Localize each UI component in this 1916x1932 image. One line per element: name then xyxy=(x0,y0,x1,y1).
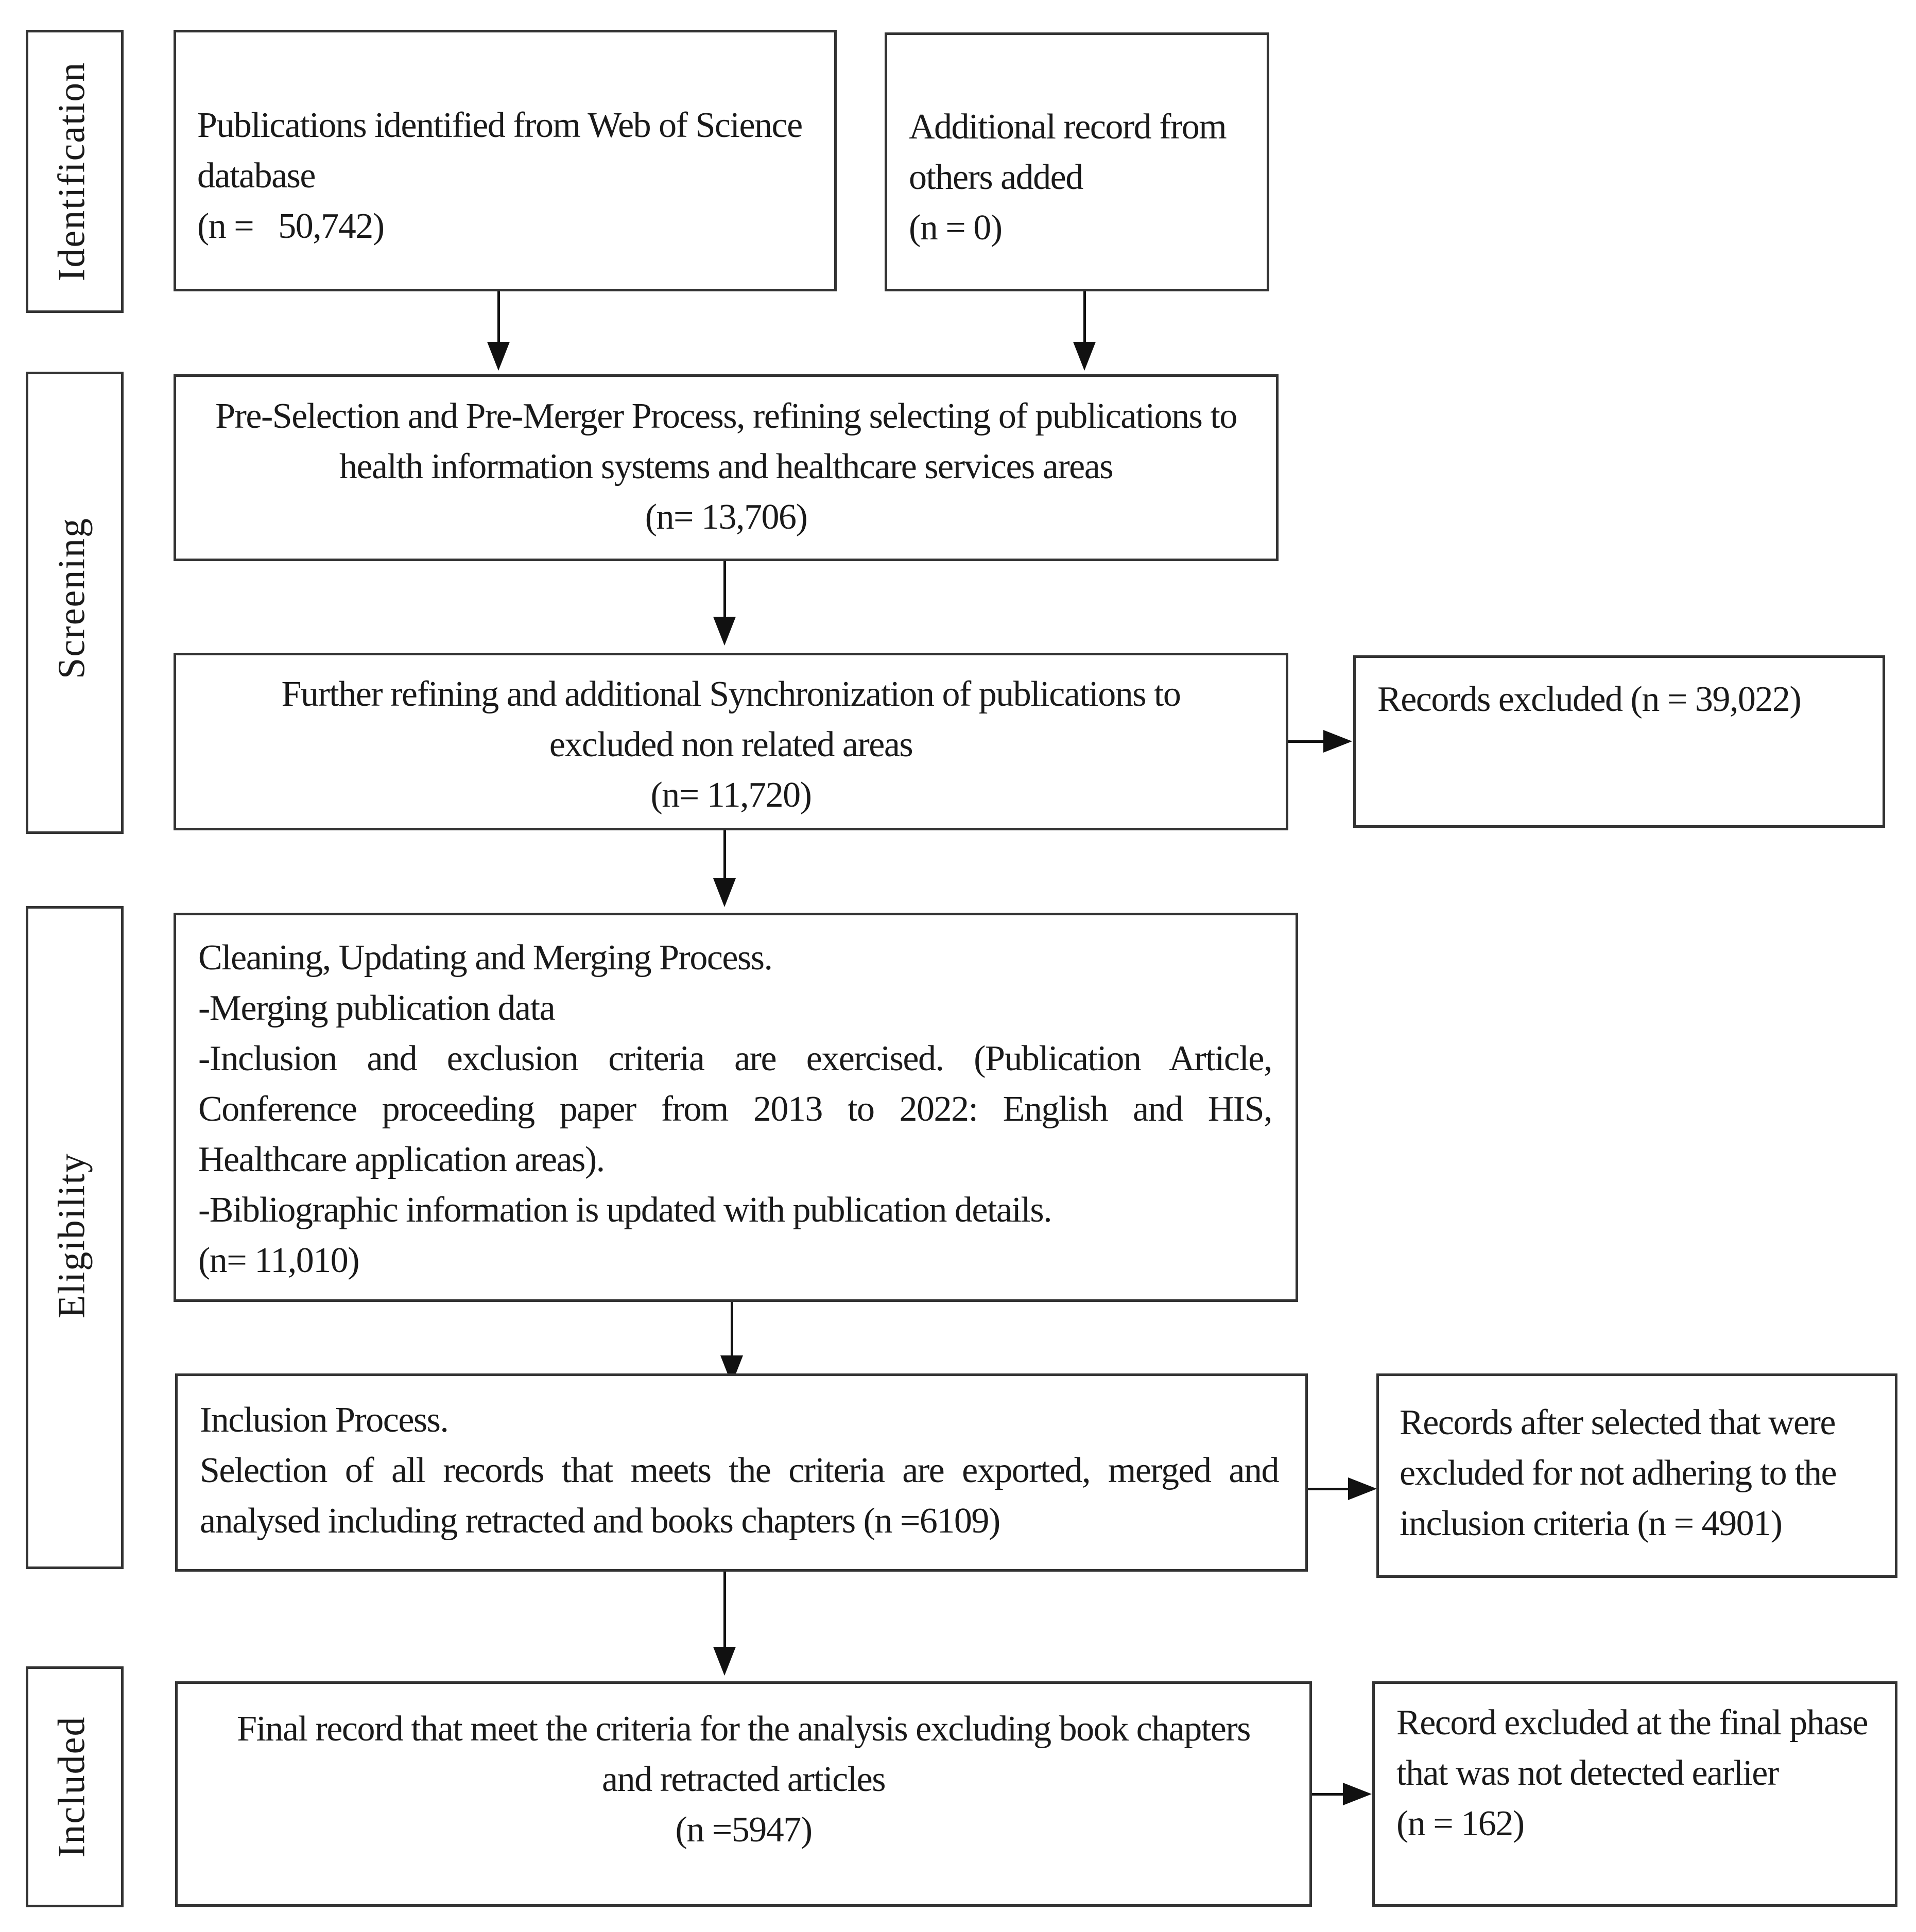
final-record-line2: and retracted articles xyxy=(602,1760,886,1799)
arrow-cleaning-shaft xyxy=(731,1302,733,1356)
excluded-criteria-text: Records after selected that were exclude… xyxy=(1400,1403,1837,1543)
stage-identification-label: Identification xyxy=(50,61,93,282)
inclusion-text: Inclusion Process. Selection of all reco… xyxy=(200,1395,1280,1546)
preselection-line1: Pre-Selection and Pre-Merger Process, re… xyxy=(215,396,1237,436)
stage-identification-box xyxy=(26,30,124,313)
excluded-final-line2: that was not detected earlier xyxy=(1396,1753,1779,1793)
further-refining-text: Further refining and additional Synchron… xyxy=(174,669,1288,821)
cleaning-item1: -Merging publication data xyxy=(198,988,556,1028)
cleaning-box xyxy=(174,913,1298,1302)
wos-records-line1: Publications identified from Web of Scie… xyxy=(197,106,803,145)
preselection-count: (n= 13,706) xyxy=(645,497,808,537)
stage-eligibility-box xyxy=(26,906,124,1569)
arrow-excluded1-shaft xyxy=(1288,740,1324,743)
additional-records-line1: Additional record from xyxy=(909,107,1227,147)
excluded-final-text: Record excluded at the final phase that … xyxy=(1396,1698,1891,1849)
inclusion-body: Selection of all records that meets the … xyxy=(200,1451,1280,1541)
further-refining-line1: Further refining and additional Synchron… xyxy=(281,674,1181,714)
preselection-text: Pre-Selection and Pre-Merger Process, re… xyxy=(174,391,1279,543)
cleaning-text: Cleaning, Updating and Merging Process. … xyxy=(198,933,1273,1286)
further-refining-box xyxy=(174,653,1288,830)
arrow-further-shaft xyxy=(723,830,726,879)
wos-records-box xyxy=(174,30,837,291)
final-record-text: Final record that meet the criteria for … xyxy=(175,1704,1312,1855)
final-record-line1: Final record that meet the criteria for … xyxy=(237,1709,1251,1749)
inclusion-title: Inclusion Process. xyxy=(200,1400,449,1440)
arrow-excluded3-shaft xyxy=(1312,1793,1344,1796)
additional-records-count: (n = 0) xyxy=(909,208,1003,248)
stage-eligibility-label: Eligibility xyxy=(50,1152,93,1319)
further-refining-line2: excluded non related areas xyxy=(549,725,913,764)
arrow-excluded2-shaft xyxy=(1308,1488,1349,1490)
records-excluded-box xyxy=(1353,655,1885,828)
arrow-preselection-shaft xyxy=(723,561,726,618)
wos-records-count: (n = 50,742) xyxy=(197,206,385,246)
arrow-inclusion-head xyxy=(713,1647,736,1676)
excluded-criteria-box xyxy=(1376,1373,1897,1578)
cleaning-count: (n= 11,010) xyxy=(198,1241,360,1280)
further-refining-count: (n= 11,720) xyxy=(650,775,812,815)
preselection-line2: health information systems and healthcar… xyxy=(339,447,1114,486)
arrow-further-head xyxy=(713,878,736,907)
arrow-excluded1-head xyxy=(1323,730,1352,753)
arrow-additional-head xyxy=(1073,342,1096,371)
records-excluded-text: Records excluded (n = 39,022) xyxy=(1377,680,1802,719)
arrow-wos-shaft xyxy=(497,291,500,343)
arrow-excluded3-head xyxy=(1343,1783,1372,1805)
wos-records-line2: database xyxy=(197,156,316,196)
arrow-inclusion-shaft xyxy=(723,1572,726,1648)
additional-records-text: Additional record from others added (n =… xyxy=(909,102,1259,253)
stage-included-label: Included xyxy=(50,1716,93,1858)
additional-records-box xyxy=(885,32,1269,291)
arrow-excluded2-head xyxy=(1348,1477,1377,1500)
preselection-box xyxy=(174,374,1279,561)
inclusion-box xyxy=(175,1373,1308,1572)
final-record-box xyxy=(175,1681,1312,1907)
stage-screening-box xyxy=(26,372,124,834)
final-record-count: (n =5947) xyxy=(675,1810,813,1850)
excluded-final-box xyxy=(1372,1681,1897,1907)
wos-records-text: Publications identified from Web of Scie… xyxy=(197,100,825,252)
cleaning-title: Cleaning, Updating and Merging Process. xyxy=(198,938,773,978)
arrow-wos-head xyxy=(487,342,510,371)
excluded-final-line1: Record excluded at the final phase xyxy=(1396,1703,1869,1743)
stage-included-box xyxy=(26,1666,124,1907)
stage-screening-label: Screening xyxy=(50,517,93,679)
additional-records-line2: others added xyxy=(909,158,1083,197)
cleaning-item3: -Bibliographic information is updated wi… xyxy=(198,1190,1052,1230)
arrow-preselection-head xyxy=(713,617,736,646)
cleaning-item2: -Inclusion and exclusion criteria are ex… xyxy=(198,1039,1273,1179)
excluded-final-count: (n = 162) xyxy=(1396,1804,1525,1843)
arrow-additional-shaft xyxy=(1083,291,1086,343)
